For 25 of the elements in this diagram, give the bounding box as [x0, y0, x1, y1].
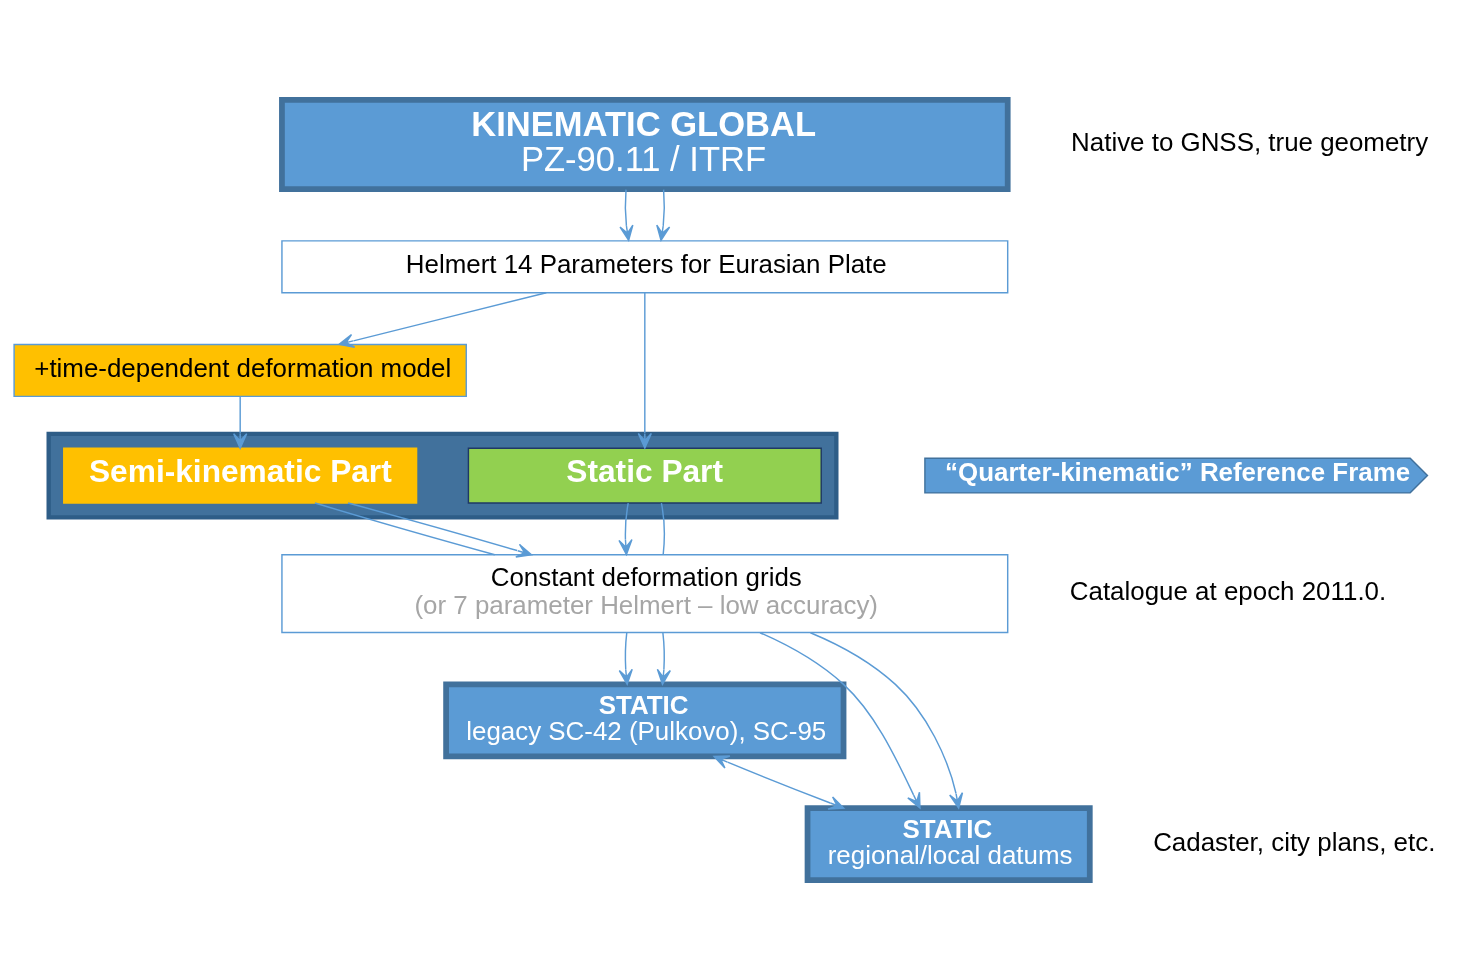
arrow	[233, 395, 248, 449]
arrow	[656, 188, 671, 241]
arrow	[618, 502, 633, 556]
arrow	[713, 755, 845, 810]
node-box: STATIC legacy SC-42 (Pulkovo), SC-95	[443, 681, 847, 760]
arrow	[347, 502, 533, 558]
node-box: Semi-kinematic Part	[63, 447, 418, 504]
connector	[660, 502, 665, 556]
arrow	[618, 632, 633, 686]
arrow	[809, 632, 964, 809]
arrow	[619, 188, 634, 241]
arrow	[759, 632, 921, 809]
label: Catalogue at epoch 2011.0.	[1069, 577, 1387, 606]
node-box: Constant deformation grids (or 7 parameter Helmert – low accuracy)	[281, 554, 1009, 634]
arrow	[637, 292, 652, 449]
node-box: Static Part	[467, 447, 822, 504]
connector	[314, 502, 496, 556]
node-box: +time-dependent deformation model	[13, 343, 467, 398]
arrow	[338, 292, 548, 348]
label: Native to GNSS, true geometry	[1071, 127, 1429, 156]
node-box: STATIC regional/local datums	[804, 805, 1093, 884]
label: Cadaster, city plans, etc.	[1153, 827, 1436, 856]
arrow	[656, 632, 672, 686]
node-box: Helmert 14 Parameters for Eurasian Plate	[281, 240, 1009, 294]
node-box: KINEMATIC GLOBAL PZ-90.11 / ITRF	[279, 96, 1011, 192]
